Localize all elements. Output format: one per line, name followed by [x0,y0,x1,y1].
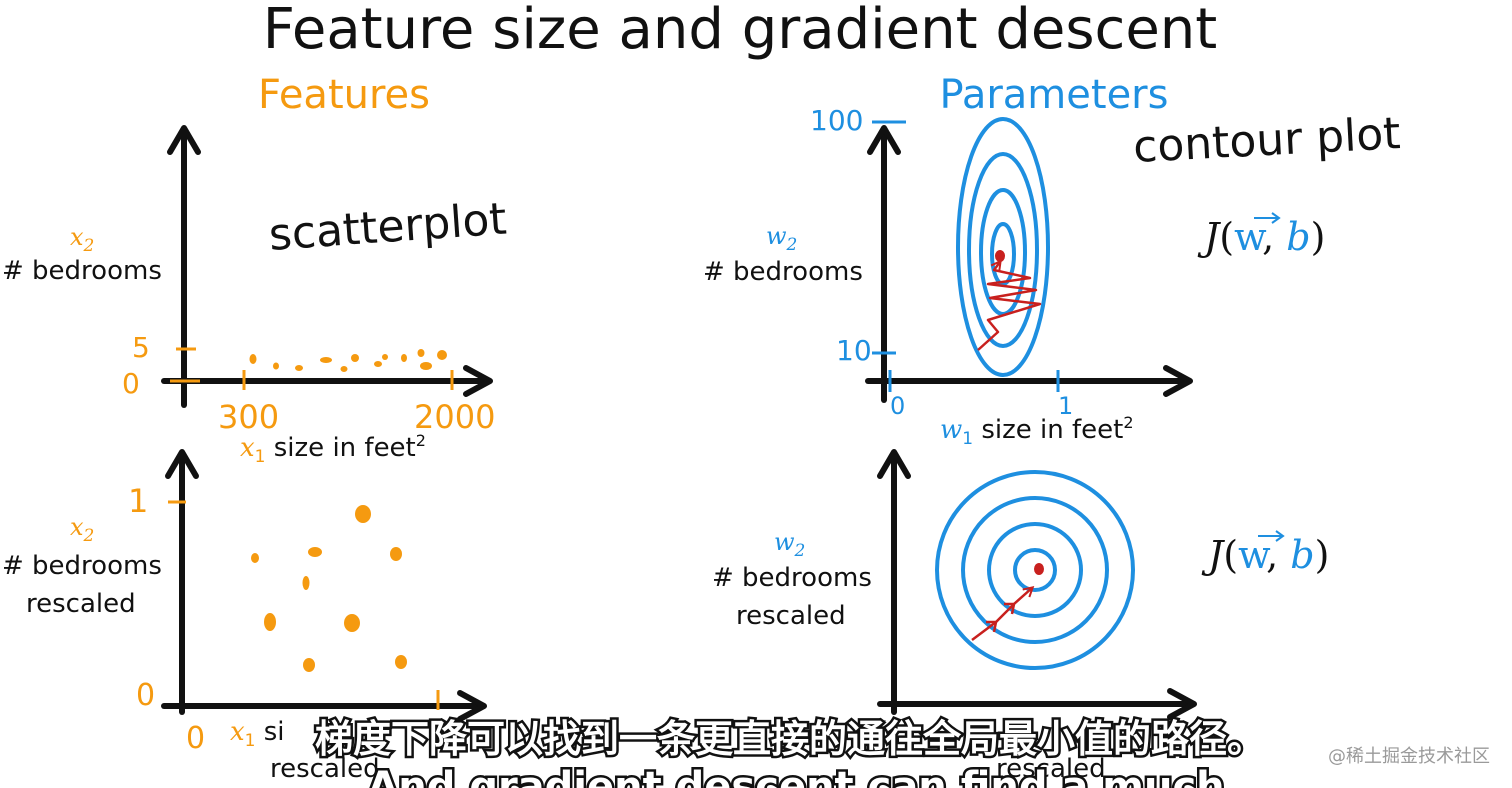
contour-plot-original-panel: contour plot w2 # bedrooms 100 10 0 1 w1… [703,104,1402,449]
data-points [249,349,447,372]
contour-ring [967,152,1039,348]
step-arrowhead [986,620,998,633]
y-axis-arrowhead [867,125,901,155]
subtitles: 梯度下降可以找到一条更直接的通往全局最小值的路径。 And gradient d… [312,715,1267,788]
y-axis-label-line1: # bedrooms [2,551,162,581]
y-variable: x2 [70,223,94,256]
x-axis-label: w1 size in feet2 [940,413,1134,449]
data-point [437,350,447,360]
data-point [374,361,382,367]
parameters-heading: Parameters [940,72,1169,118]
x-tick-label: 2000 [414,398,495,436]
y-axis-arrowhead [877,449,911,479]
data-point [420,362,432,370]
y-tick-label: 100 [810,104,863,137]
data-point [351,354,359,362]
data-point [401,354,407,362]
gradient-descent-path [971,588,1032,641]
data-point [417,349,425,357]
scatterplot-rescaled-panel: x2 # bedrooms rescaled 1 0 0 x1 si resca… [2,449,487,784]
slide-title: Feature size and gradient descent [263,0,1218,62]
y-axis-label-line2: rescaled [26,589,136,619]
contour-ring [987,522,1083,618]
contour-ring [1013,548,1057,592]
x-tick-label: 1 [1058,392,1073,420]
x-axis-arrowhead [1167,688,1197,720]
watermark: @稀土掘金技术社区 [1328,746,1490,767]
data-point [295,365,303,371]
x-axis-label: x1 size in feet2 [240,431,426,467]
annotation-contour-plot: contour plot [1132,108,1402,173]
x-tick-label: 0 [186,721,205,756]
data-point [273,362,279,370]
cost-contours [956,117,1050,377]
minimum-point [1034,563,1044,575]
step-arrowhead [1004,602,1016,615]
data-point [249,354,257,364]
minimum-point [995,250,1005,262]
data-point [320,357,332,363]
y-axis-arrowhead [165,449,199,479]
gradient-descent-path [977,262,1042,351]
y-variable: w2 [774,528,805,561]
x-axis-label: x1 si [230,717,285,751]
contour-ring [956,117,1050,377]
data-points [251,505,407,672]
y-axis-label-line1: # bedrooms [712,563,872,593]
cost-contours [935,470,1135,670]
vector-arrow-icon [1254,212,1281,224]
x-axis-arrowhead [463,365,493,397]
y-axis-arrowhead [167,125,201,155]
contour-ring [935,470,1135,670]
contour-ring [979,188,1027,316]
y-axis-label: # bedrooms [2,256,162,286]
y-variable: w2 [766,222,797,255]
contour-ring [990,222,1016,286]
y-axis-label-line2: rescaled [736,601,846,631]
data-point [390,547,402,561]
x-axis-label-line2: rescaled [996,754,1106,784]
data-point [303,658,315,672]
cost-function-label: J(w, b) [1201,533,1329,577]
data-point [382,354,388,360]
y-tick-label: 0 [122,367,140,400]
data-point [251,553,259,563]
x-tick-label: 300 [218,398,279,436]
data-point [395,655,407,669]
subtitle-chinese: 梯度下降可以找到一条更直接的通往全局最小值的路径。 [315,717,1265,761]
y-tick-label: 10 [836,334,872,367]
data-point [355,505,371,523]
y-tick-label: 0 [136,678,155,713]
y-tick-label: 1 [128,482,148,520]
data-point [264,613,276,631]
subtitle-english: And gradient descent can find a much [367,764,1224,788]
features-heading: Features [258,72,430,118]
data-point [302,576,310,590]
y-tick-label: 5 [132,331,150,364]
x-axis-arrowhead [1163,365,1193,397]
x-axis-label-line2: rescaled [270,754,380,784]
scatterplot-original-panel: scatterplot x2 # bedrooms 5 0 300 2000 [2,125,508,467]
data-point [308,547,322,557]
contour-ring [961,496,1109,644]
cost-function-label: J(w, b) [1197,215,1325,259]
x-tick-label: 0 [890,392,905,420]
data-point [340,366,348,372]
vector-arrow-icon [1258,530,1285,542]
annotation-scatterplot: scatterplot [267,193,508,260]
y-variable: x2 [70,513,94,546]
y-axis-label: # bedrooms [703,257,863,287]
x-axis-arrowhead [457,690,487,722]
contour-plot-rescaled-panel: w2 # bedrooms rescaled rescaled J(w, b) [712,449,1329,784]
data-point [344,614,360,632]
